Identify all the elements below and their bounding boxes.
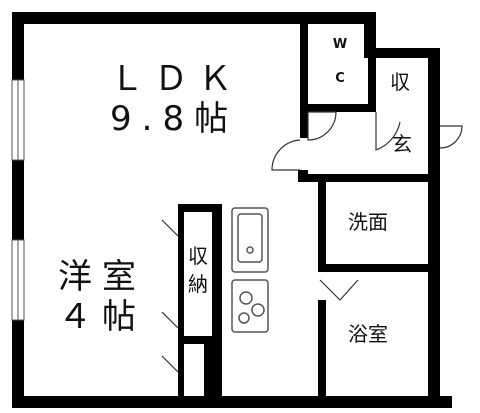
- room-label-storage: 収: [390, 70, 410, 94]
- room-label-wc-2: C: [335, 71, 345, 86]
- room-label-bathroom: 浴室: [348, 322, 388, 346]
- closet-label-1: 収: [188, 244, 208, 268]
- room-size-western: ４帖: [58, 297, 146, 337]
- doors: [161, 111, 463, 373]
- room-name-western: 洋室: [58, 257, 146, 297]
- room-label-wc-1: W: [332, 37, 348, 52]
- room-name-ldk: ＬＤＫ: [110, 59, 242, 99]
- windows: [11, 79, 25, 321]
- kitchen-stove: [231, 279, 269, 333]
- interior-walls: [178, 12, 440, 400]
- closet-label-2: 納: [188, 272, 208, 296]
- room-label-entrance: 玄: [392, 132, 412, 156]
- kitchen-sink: [231, 207, 269, 273]
- room-label-washroom: 洗面: [348, 210, 388, 234]
- room-size-ldk: 9.8帖: [110, 99, 239, 139]
